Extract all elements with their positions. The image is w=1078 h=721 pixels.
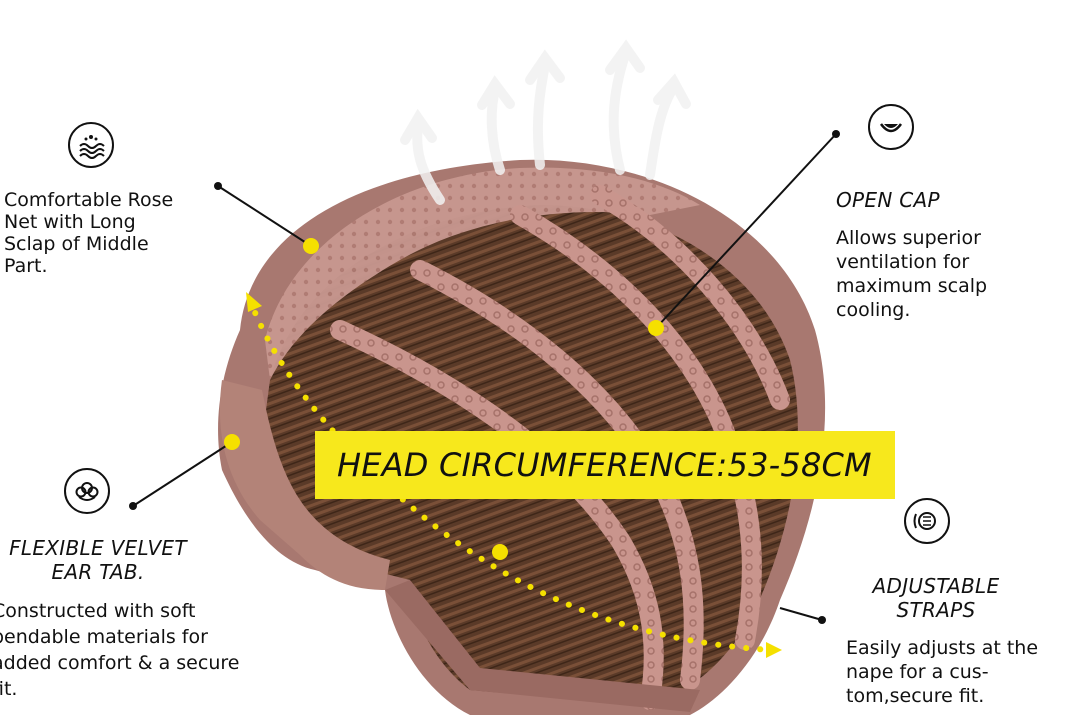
text-line: nape for a cus- — [846, 661, 989, 683]
text-line: tom,secure fit. — [846, 685, 985, 707]
text-line: ADJUSTABLE — [872, 574, 1000, 598]
leader-end-dot — [818, 616, 826, 624]
leader-end-dot — [129, 502, 137, 510]
ear-tab-heading: FLEXIBLE VELVET EAR TAB. — [8, 536, 188, 584]
open-cap-description: Allows superior ventilation for maximum … — [836, 226, 987, 322]
text-line: EAR TAB. — [51, 560, 145, 584]
leader-end-dot — [214, 182, 222, 190]
straps-heading: ADJUSTABLE STRAPS — [846, 574, 1026, 622]
adjuster-icon — [904, 498, 950, 544]
text-line: maximum scalp — [836, 275, 988, 297]
text-line: FLEXIBLE VELVET — [9, 536, 187, 560]
text-line: Constructed with soft — [0, 600, 196, 622]
circumference-arrowhead-left — [246, 292, 262, 312]
rose-net-description: Comfortable Rose Net with Long Sclap of … — [4, 188, 173, 278]
text-line: Part. — [4, 255, 48, 277]
circumference-arrowhead-right — [766, 642, 782, 658]
ear-tab — [219, 380, 390, 590]
text-line: cooling. — [836, 299, 911, 321]
text-line: Easily adjusts at the — [846, 637, 1039, 659]
leader-lines — [132, 133, 837, 621]
straps-description: Easily adjusts at the nape for a cus- to… — [846, 636, 1038, 708]
callout-marker — [303, 238, 319, 254]
open-cap-heading: OPEN CAP — [836, 188, 940, 212]
text-line: added comfort & a secure — [0, 652, 240, 674]
ventilation-arrows-icon — [400, 39, 691, 205]
text-line: ventilation for — [836, 251, 970, 273]
text-line: Allows superior — [836, 227, 981, 249]
banner-text: HEAD CIRCUMFERENCE:53-58CM — [337, 446, 872, 484]
ear-tab-description: Constructed with soft bendable materials… — [0, 598, 239, 702]
nape-band — [385, 580, 700, 712]
text-line: Sclap of Middle — [4, 233, 149, 255]
fabric-waves-icon — [68, 122, 114, 168]
top-lace — [265, 167, 700, 380]
circumference-dotted-line — [247, 297, 773, 653]
leader-end-dot — [832, 130, 840, 138]
text-line: STRAPS — [896, 598, 976, 622]
text-line: Comfortable Rose — [4, 189, 174, 211]
callout-marker — [224, 434, 240, 450]
text-line: bendable materials for — [0, 626, 208, 648]
callout-marker — [492, 544, 508, 560]
leaf-circle-icon — [868, 104, 914, 150]
callout-marker — [648, 320, 664, 336]
cotton-flower-icon — [64, 468, 110, 514]
text-line: fit. — [0, 678, 18, 700]
head-circumference-banner: HEAD CIRCUMFERENCE:53-58CM — [315, 431, 895, 499]
text-line: Net with Long — [4, 211, 136, 233]
